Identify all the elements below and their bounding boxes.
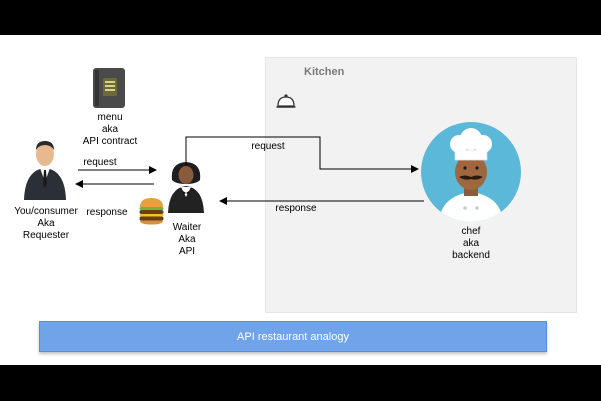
- waiter-label: Waiter Aka API: [172, 222, 202, 257]
- menu-label: menu aka API contract: [82, 112, 138, 147]
- burger-icon: [139, 198, 164, 225]
- kitchen-area: Kitchen: [265, 57, 577, 313]
- title-banner: API restaurant analogy: [39, 321, 547, 352]
- arrows-layer: [75, 136, 424, 205]
- waiter-request-arrow: [185, 136, 419, 173]
- chef-icon: [421, 122, 521, 222]
- waiter-request-label: request: [251, 141, 285, 152]
- consumer-request-label: request: [83, 157, 117, 168]
- chef-label: chef aka backend: [452, 226, 490, 261]
- diagram-canvas: Kitchen menu aka API contract You/consum…: [0, 35, 601, 365]
- kitchen-title: Kitchen: [304, 66, 345, 78]
- cloche-icon: [276, 94, 296, 108]
- consumer-response-label: response: [86, 207, 128, 218]
- consumer-label: You/consumer Aka Requester: [14, 206, 78, 241]
- waiter-person-icon: [168, 162, 204, 213]
- consumer-person-icon: [24, 141, 66, 200]
- menu-book-icon: [93, 68, 125, 108]
- waiter-response-label: response: [275, 203, 317, 214]
